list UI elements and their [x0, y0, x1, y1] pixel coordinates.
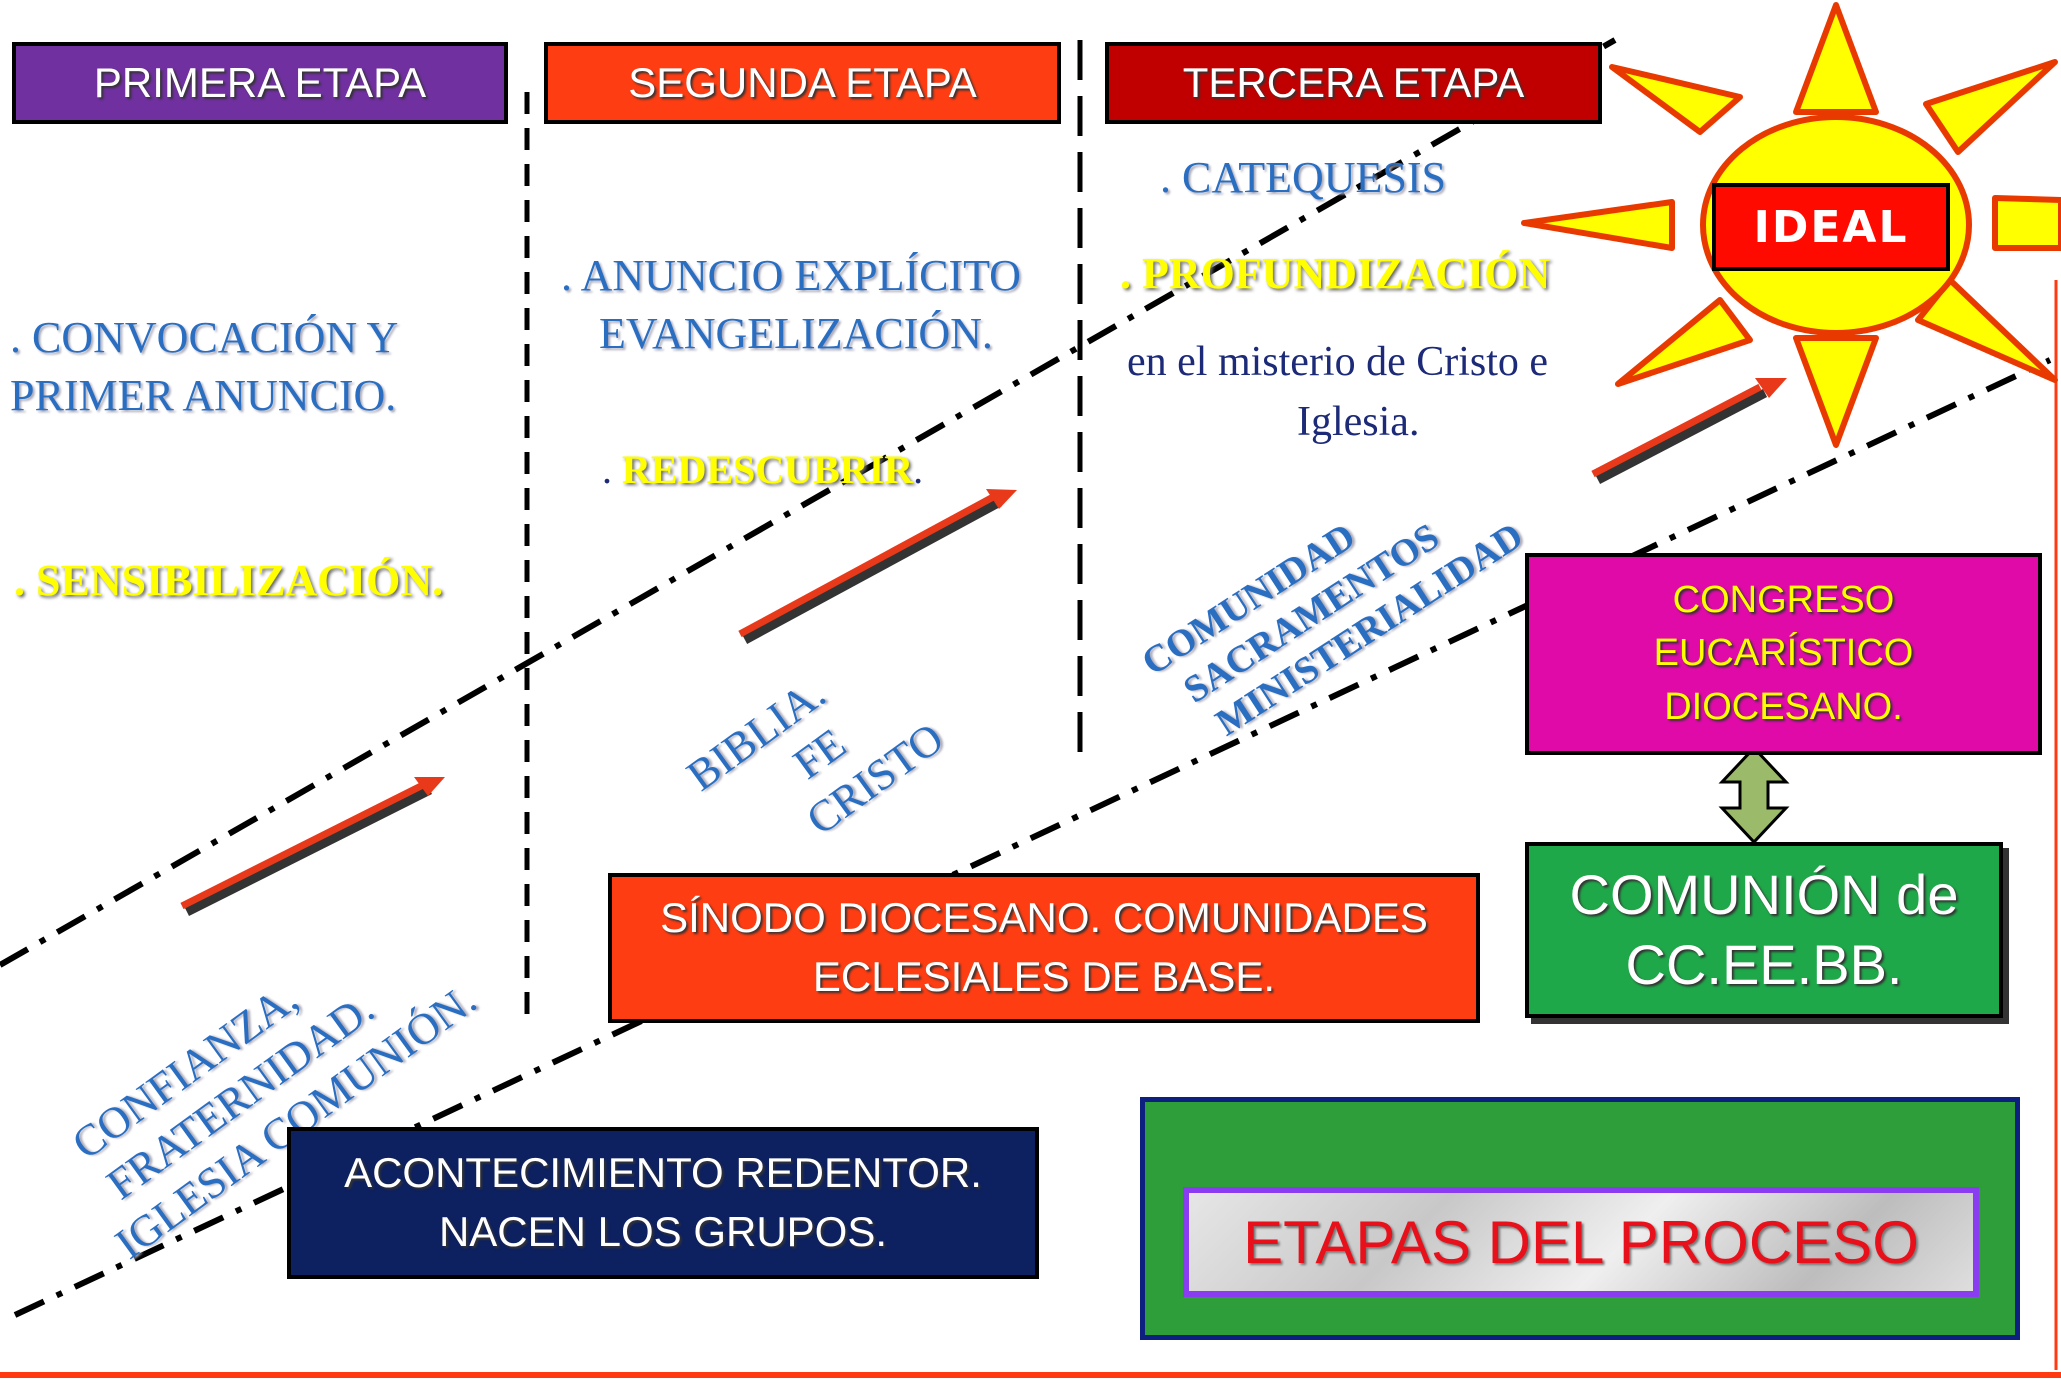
stage1-item1-line2: PRIMER ANUNCIO. — [10, 371, 397, 420]
double-arrow-icon — [1718, 745, 1790, 845]
ideal-label: IDEAL — [1712, 183, 1950, 271]
title-plate: ETAPAS DEL PROCESO — [1183, 1187, 1979, 1297]
title-frame: ETAPAS DEL PROCESO — [1140, 1097, 2020, 1340]
acontecimiento-line-1: ACONTECIMIENTO REDENTOR. — [344, 1149, 982, 1197]
path-upper — [0, 37, 1617, 968]
stage2-item1-line1: . ANUNCIO EXPLÍCITO — [561, 251, 1021, 300]
arrow-3 — [1591, 378, 1787, 484]
sinodo-line-2: ECLESIALES DE BASE. — [812, 953, 1276, 1000]
path-lower — [13, 357, 2052, 1318]
comunion-line-2: CC.EE.BB. — [1625, 933, 1903, 996]
comunion-line-1: COMUNIÓN de — [1569, 863, 1959, 926]
stage3-item3-line1: en el misterio de Cristo e — [1127, 339, 1549, 385]
stage3-item3-line2: Iglesia. — [1297, 399, 1420, 445]
congreso-box: CONGRESO EUCARÍSTICO DIOCESANO. — [1525, 553, 2042, 755]
comunion-box: COMUNIÓN de CC.EE.BB. — [1525, 842, 2003, 1018]
stage-header-2: SEGUNDA ETAPA — [544, 42, 1061, 124]
stage2-item2: . REDESCUBRIR. — [602, 446, 923, 493]
stage2-item2-end: . — [913, 447, 924, 492]
acontecimiento-box: ACONTECIMIENTO REDENTOR. NACEN LOS GRUPO… — [287, 1127, 1039, 1279]
stage1-item2: . SENSIBILIZACIÓN. — [14, 556, 444, 605]
stage1-item1-line1: . CONVOCACIÓN Y — [10, 313, 399, 362]
arrow-2 — [738, 489, 1017, 644]
congreso-line-1: CONGRESO — [1672, 579, 1895, 622]
stage2-item2-word: REDESCUBRIR — [622, 447, 914, 492]
sinodo-line-1: SÍNODO DIOCESANO. COMUNIDADES — [660, 894, 1428, 942]
stage2-item1-line2: EVANGELIZACIÓN. — [599, 309, 993, 358]
stage2-item2-dot: . — [602, 447, 622, 492]
stage3-item2: . PROFUNDIZACIÓN — [1120, 249, 1551, 298]
stage-header-1: PRIMERA ETAPA — [12, 42, 508, 124]
arrow-1 — [180, 777, 445, 917]
sinodo-box: SÍNODO DIOCESANO. COMUNIDADES ECLESIALES… — [608, 873, 1480, 1023]
acontecimiento-line-2: NACEN LOS GRUPOS. — [438, 1208, 888, 1255]
congreso-line-3: DIOCESANO. — [1664, 685, 1903, 728]
stage-header-3: TERCERA ETAPA — [1105, 42, 1602, 124]
page-title: ETAPAS DEL PROCESO — [1243, 1208, 1919, 1276]
stage3-item1: . CATEQUESIS — [1160, 153, 1447, 202]
congreso-line-2: EUCARÍSTICO — [1653, 632, 1914, 675]
